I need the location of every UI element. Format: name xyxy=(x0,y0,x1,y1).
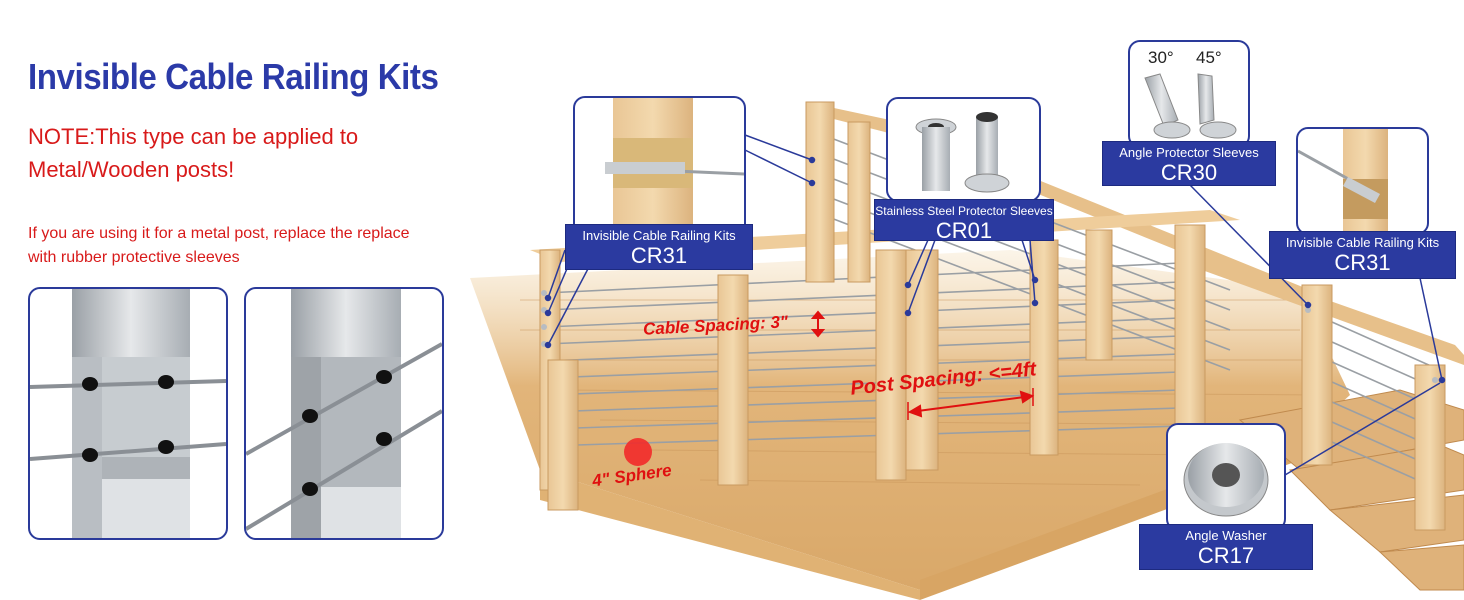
cr17-label: Angle Washer CR17 xyxy=(1139,524,1313,570)
cr17-name: Angle Washer xyxy=(1185,528,1267,543)
cr31-left-name: Invisible Cable Railing Kits xyxy=(582,228,736,243)
post xyxy=(875,249,907,481)
post xyxy=(1085,229,1113,361)
cr17-inset xyxy=(1166,423,1286,531)
sphere-marker xyxy=(624,438,652,466)
metal-post-angled-inset xyxy=(244,287,444,540)
post xyxy=(1029,239,1059,456)
post xyxy=(847,121,871,283)
deck-edge xyxy=(540,470,920,600)
post xyxy=(805,101,835,283)
dimension-marks xyxy=(810,310,1035,420)
cr31-left-code: CR31 xyxy=(630,243,688,268)
cr31-left-label: Invisible Cable Railing Kits CR31 xyxy=(565,224,753,270)
cr30-inset: 30° 45° xyxy=(1128,40,1250,148)
cr01-name: Stainless Steel Protector Sleeves xyxy=(875,204,1053,218)
cr31-right-label: Invisible Cable Railing Kits CR31 xyxy=(1269,231,1456,279)
cr30-name: Angle Protector Sleeves xyxy=(1119,145,1259,160)
cr30-label: Angle Protector Sleeves CR30 xyxy=(1102,141,1276,186)
post xyxy=(547,359,579,511)
cr17-code: CR17 xyxy=(1197,543,1255,568)
metal-post-angled-image xyxy=(246,289,442,538)
post xyxy=(1414,364,1446,531)
metal-post-straight-inset xyxy=(28,287,228,540)
post xyxy=(905,249,939,471)
cr31-right-code: CR31 xyxy=(1334,250,1391,275)
cr31-left-inset xyxy=(573,96,746,236)
cr01-label: Stainless Steel Protector Sleeves CR01 xyxy=(874,199,1054,243)
angle-45-label: 45° xyxy=(1196,48,1222,67)
angle-30-label: 30° xyxy=(1148,48,1174,67)
note-text: NOTE:This type can be applied to Metal/W… xyxy=(28,124,359,182)
cr31-right-post-image xyxy=(1298,129,1388,233)
post xyxy=(1301,284,1333,466)
cr31-right-inset xyxy=(1296,127,1429,235)
cr01-sleeves-image xyxy=(915,112,1010,193)
cr31-wood-post-image xyxy=(604,98,744,234)
posts xyxy=(539,101,1446,531)
cr01-inset xyxy=(886,97,1041,202)
metal-post-note: If you are using it for a metal post, re… xyxy=(28,225,410,266)
cr31-right-name: Invisible Cable Railing Kits xyxy=(1285,235,1440,250)
cr30-code: CR30 xyxy=(1160,160,1218,185)
post xyxy=(1174,224,1206,456)
cr17-washer-image xyxy=(1183,443,1269,517)
cr30-sleeves-image xyxy=(1144,73,1237,139)
cr01-code: CR01 xyxy=(935,218,993,243)
metal-post-straight-image xyxy=(30,289,226,538)
post xyxy=(717,274,749,486)
page-title: Invisible Cable Railing Kits xyxy=(28,56,439,97)
